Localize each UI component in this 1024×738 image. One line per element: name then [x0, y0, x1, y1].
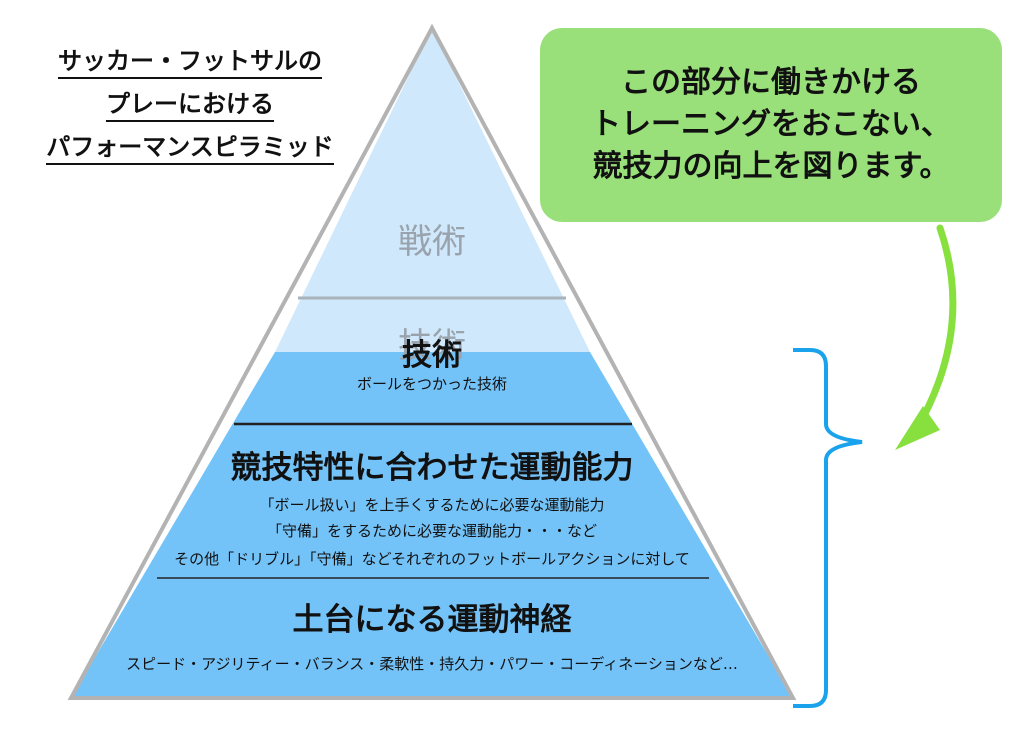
tier-sport-specific-label: 競技特性に合わせた運動能力: [230, 450, 634, 486]
callout-arrow-head: [895, 406, 940, 450]
tier-skill-pale-label: 技術: [398, 326, 466, 366]
pyramid-outline: [67, 23, 797, 700]
tier-foundation-sub: スピード・アジリティー・バランス・柔軟性・持久力・パワー・コーディネーションなど…: [126, 655, 738, 673]
callout-box: この部分に働きかける トレーニングをおこない、 競技力の向上を図ります。: [540, 28, 1002, 222]
curly-bracket: [793, 348, 863, 708]
callout-line: トレーニングをおこない、: [591, 107, 951, 142]
title-line: サッカー・フットサルの: [58, 45, 322, 79]
callout-arrow: [911, 224, 957, 436]
tier-sport-specific-sub-2: 「守備」をするために必要な運動能力・・・など: [266, 522, 597, 540]
diagram-title: サッカー・フットサルの プレーにおける パフォーマンスピラミッド: [20, 40, 360, 169]
callout-line: この部分に働きかける: [621, 65, 921, 100]
tier-skill-label: 技術: [402, 338, 462, 373]
title-line: プレーにおける: [106, 88, 274, 122]
callout-line: 競技力の向上を図ります。: [592, 149, 950, 184]
tier-skill-sub: ボールをつかった技術: [356, 375, 507, 393]
title-line: パフォーマンスピラミッド: [46, 131, 334, 165]
tier-tactics-label: 戦術: [398, 222, 466, 262]
tier-sport-specific-sub-3: その他「ドリブル」「守備」などそれぞれのフットボールアクションに対して: [174, 550, 690, 568]
tier-foundation-label: 土台になる運動神経: [292, 602, 572, 638]
pyramid-highlight-region: [71, 352, 793, 698]
tier-sport-specific-sub-1: 「ボール扱い」を上手くするために必要な運動能力: [259, 496, 605, 514]
pyramid-pale-region: [275, 28, 590, 352]
